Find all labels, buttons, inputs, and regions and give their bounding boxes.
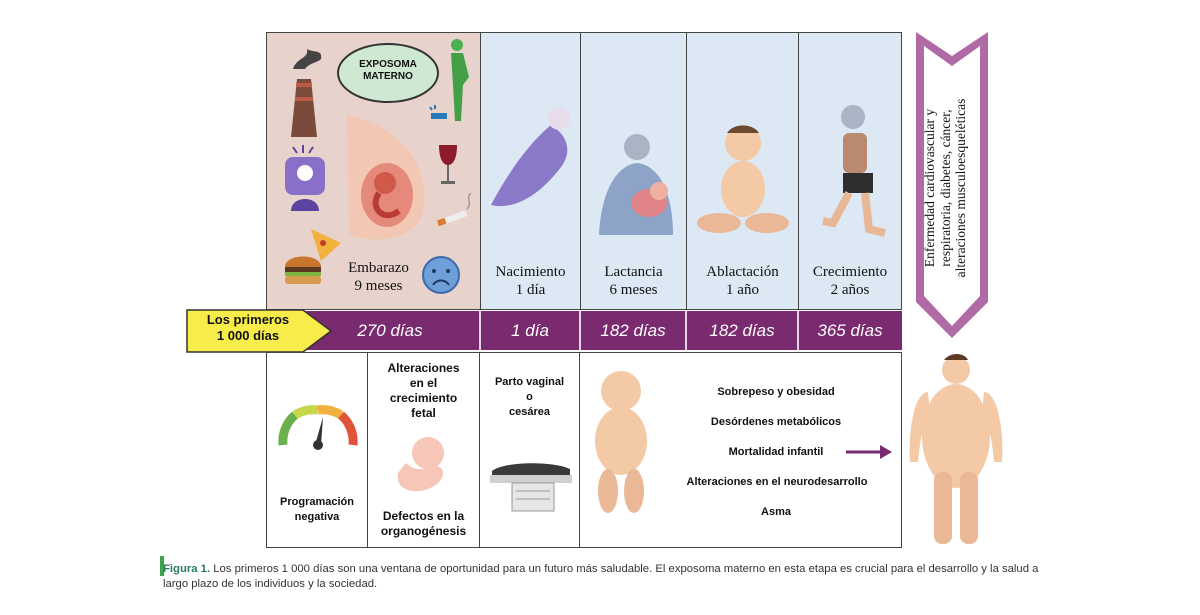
band-divider	[479, 311, 481, 350]
stage-name-nacimiento: Nacimiento	[495, 264, 566, 280]
delivery-line-3: cesárea	[509, 406, 550, 418]
exposome-label-1: EXPOSOMA	[359, 59, 417, 70]
sad-face-icon	[422, 256, 460, 294]
outcome-overweight: Sobrepeso y obesidad	[717, 386, 835, 398]
chubby-baby-icon	[595, 371, 647, 513]
stage-label-crecimiento: Crecimiento 2 años	[799, 263, 901, 299]
stage-label-nacimiento: Nacimiento 1 día	[481, 263, 580, 299]
stage-duration-nacimiento: 1 día	[515, 282, 546, 298]
water-tap-icon	[429, 105, 447, 119]
cigarette-icon	[436, 193, 472, 227]
stage-name-crecimiento: Crecimiento	[812, 264, 888, 280]
delivery-label: Parto vaginal o cesárea	[482, 375, 577, 420]
outcome-asthma: Asma	[761, 506, 791, 518]
factory-icon	[291, 49, 322, 137]
stage-label-ablactacion: Ablactación 1 año	[687, 263, 798, 299]
caption-accent-bar	[160, 556, 164, 576]
diseases-chevron	[916, 32, 988, 338]
days-lactancia: 182 días	[600, 321, 666, 340]
running-child-icon	[822, 105, 886, 237]
organ-line-2: organogénesis	[380, 524, 467, 538]
stage-label-lactancia: Lactancia 6 meses	[581, 263, 686, 299]
stage-name-ablactacion: Ablactación	[706, 264, 779, 280]
days-band	[266, 311, 902, 350]
stage-panel-lactancia: Lactancia 6 meses	[580, 32, 686, 310]
growth-alterations-label: Alteraciones en el crecimiento fetal	[372, 361, 475, 421]
outcome-metabolic: Desórdenes metabólicos	[710, 416, 842, 428]
days-embarazo: 270 días	[357, 321, 423, 340]
exposome-label-2: MATERNO	[363, 71, 413, 82]
stage-duration-crecimiento: 2 años	[830, 282, 870, 298]
stage-panel-ablactacion: Ablactación 1 año	[686, 32, 798, 310]
fetus-womb-icon	[347, 115, 425, 240]
stressed-person-icon	[285, 145, 325, 211]
delivery-line-1: Parto vaginal	[494, 376, 565, 388]
gauge-icon	[278, 405, 358, 450]
caption-text: Los primeros 1 000 días son una ventana …	[163, 563, 1039, 590]
stage-duration-lactancia: 6 meses	[609, 282, 658, 298]
stage-duration-embarazo: 9 meses	[354, 278, 403, 294]
growth-line-2: en el	[409, 376, 438, 390]
caption-label: Figura 1.	[163, 563, 211, 575]
stage-name-lactancia: Lactancia	[604, 264, 663, 280]
diseases-line-1: Enfermedad cardiovascular y	[922, 108, 937, 268]
delivery-line-2: o	[526, 391, 533, 403]
first-days-label: Los primeros 1 000 días	[193, 312, 303, 344]
diseases-text: Enfermedad cardiovascular y respiratoria…	[922, 58, 982, 318]
junk-food-icon	[285, 229, 341, 284]
organ-defects-label: Defectos en la organogénesis	[372, 509, 475, 539]
programming-label: Programación negativa	[280, 496, 354, 523]
organ-line-1: Defectos en la	[382, 509, 465, 523]
box-fetal-growth: Alteraciones en el crecimiento fetal Def…	[368, 352, 480, 548]
diseases-line-2: respiratoria, diabetes, cáncer,	[937, 109, 953, 267]
box-programming: Programación negativa	[266, 352, 368, 548]
growth-line-1: Alteraciones	[387, 361, 460, 375]
pregnant-figure-icon	[451, 39, 469, 121]
stage-panel-crecimiento: Crecimiento 2 años	[798, 32, 902, 310]
right-arrow-icon	[846, 445, 892, 459]
band-divider	[685, 311, 687, 350]
band-divider	[797, 311, 799, 350]
stage-label-embarazo: Embarazo 9 meses	[327, 259, 430, 295]
swaddled-baby-icon	[491, 108, 570, 207]
days-ablactacion: 182 días	[709, 321, 775, 340]
obese-adult-icon	[909, 354, 1003, 544]
sitting-baby-icon	[697, 125, 789, 233]
wine-glass-icon	[439, 145, 457, 184]
days-crecimiento: 365 días	[817, 321, 883, 340]
stage-panel-nacimiento: Nacimiento 1 día	[480, 32, 580, 310]
box-outcomes: Sobrepeso y obesidad Desórdenes metabóli…	[580, 352, 902, 548]
stage-name-embarazo: Embarazo	[348, 260, 409, 276]
growth-line-3: crecimiento	[389, 391, 458, 405]
breastfeeding-icon	[599, 134, 673, 235]
band-divider	[579, 311, 581, 350]
days-nacimiento: 1 día	[511, 321, 549, 340]
figure-caption: Figura 1. Los primeros 1 000 días son un…	[163, 562, 1043, 592]
growth-line-4: fetal	[411, 406, 436, 420]
stage-panel-embarazo: EXPOSOMA MATERNO	[266, 32, 480, 310]
first-days-line-1: Los primeros	[206, 312, 290, 327]
outcome-neurodevelopment: Alteraciones en el neurodesarrollo	[686, 476, 868, 488]
diseases-line-3: alteraciones musculoesqueléticas	[953, 98, 968, 278]
outcome-mortality: Mortalidad infantil	[728, 446, 824, 458]
embryo-icon	[397, 437, 444, 492]
delivery-bed-icon	[490, 463, 572, 512]
stage-duration-ablactacion: 1 año	[726, 282, 759, 298]
exposome-oval	[337, 43, 439, 103]
first-days-line-2: 1 000 días	[216, 328, 280, 343]
box-delivery: Parto vaginal o cesárea	[480, 352, 580, 548]
first-days-arrow	[186, 309, 333, 353]
